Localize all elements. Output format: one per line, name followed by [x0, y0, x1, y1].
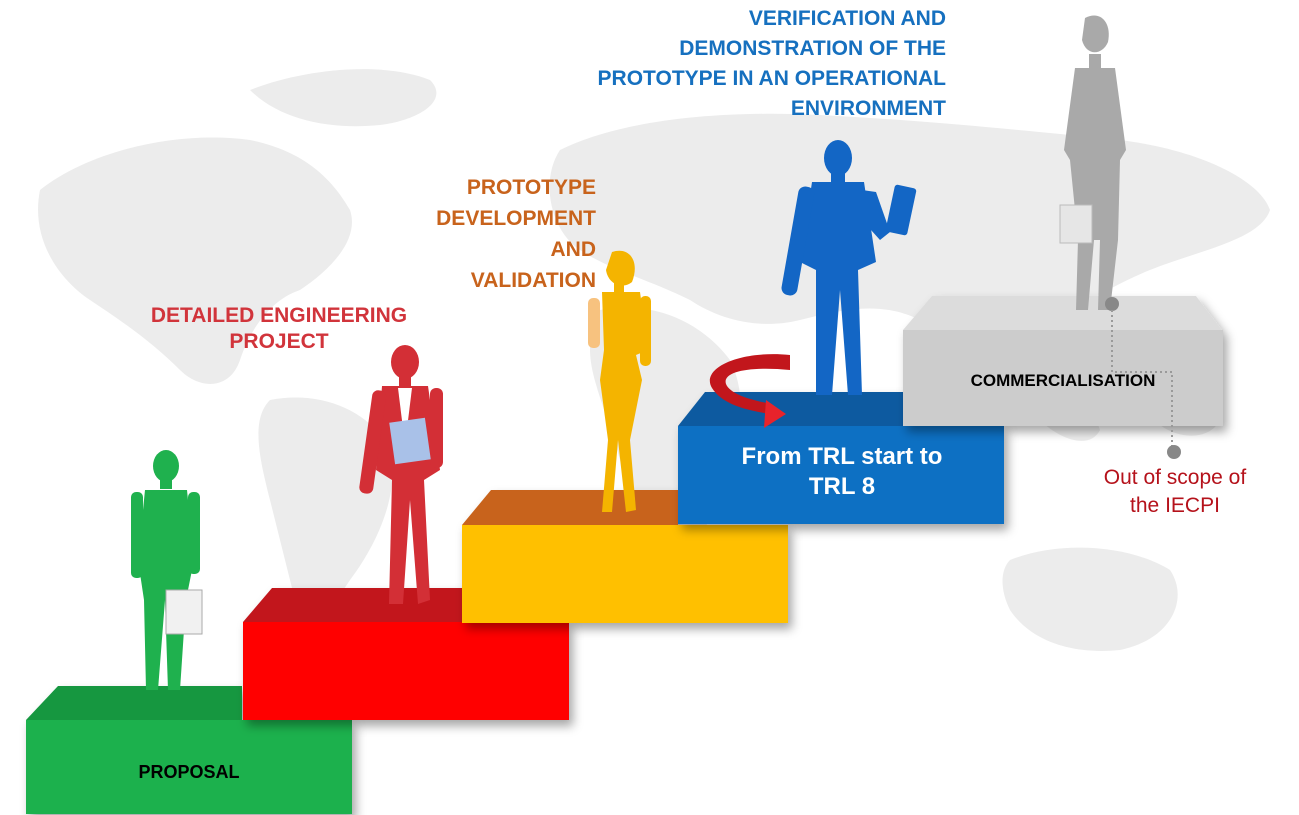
trl-range-label: From TRL start to TRL 8 — [686, 442, 998, 502]
trl-line: From TRL start to — [741, 443, 943, 470]
step-prototype — [462, 490, 788, 623]
title-line: DETAILED ENGINEERING — [150, 304, 408, 327]
step-commercialisation — [903, 296, 1223, 426]
trl-line: TRL 8 — [808, 473, 876, 500]
stage-title-prototype: PROTOTYPE DEVELOPMENT AND VALIDATION — [390, 172, 596, 296]
title-line: VALIDATION — [470, 269, 596, 292]
step-proposal — [26, 686, 352, 814]
stage-title-engineering: DETAILED ENGINEERING PROJECT — [104, 303, 454, 355]
scope-note-line: Out of scope of — [1103, 466, 1247, 489]
title-line: PROTOTYPE IN AN OPERATIONAL — [597, 67, 946, 90]
curved-arrow-icon — [709, 354, 790, 428]
title-line: PROTOTYPE — [466, 176, 596, 199]
title-line: DEVELOPMENT AND — [436, 207, 596, 261]
scope-note: Out of scope of the IECPI — [1060, 464, 1290, 520]
step-label-commercialisation: COMMERCIALISATION — [970, 371, 1156, 390]
title-line: ENVIRONMENT — [790, 97, 946, 120]
title-line: PROJECT — [229, 330, 329, 353]
step-engineering — [243, 588, 569, 720]
scope-note-line: the IECPI — [1130, 494, 1220, 517]
title-line: DEMONSTRATION OF THE — [679, 37, 946, 60]
figure-yellow-icon — [588, 250, 651, 512]
step-label-proposal: PROPOSAL — [138, 762, 240, 782]
figure-green-icon — [131, 450, 203, 690]
figure-red-icon — [359, 345, 443, 604]
scope-connector — [1105, 297, 1181, 459]
figure-grey-icon — [1059, 15, 1126, 310]
figure-blue-icon — [781, 140, 917, 395]
title-line: VERIFICATION AND — [748, 7, 946, 30]
stage-title-verification: VERIFICATION AND DEMONSTRATION OF THE PR… — [458, 4, 946, 124]
